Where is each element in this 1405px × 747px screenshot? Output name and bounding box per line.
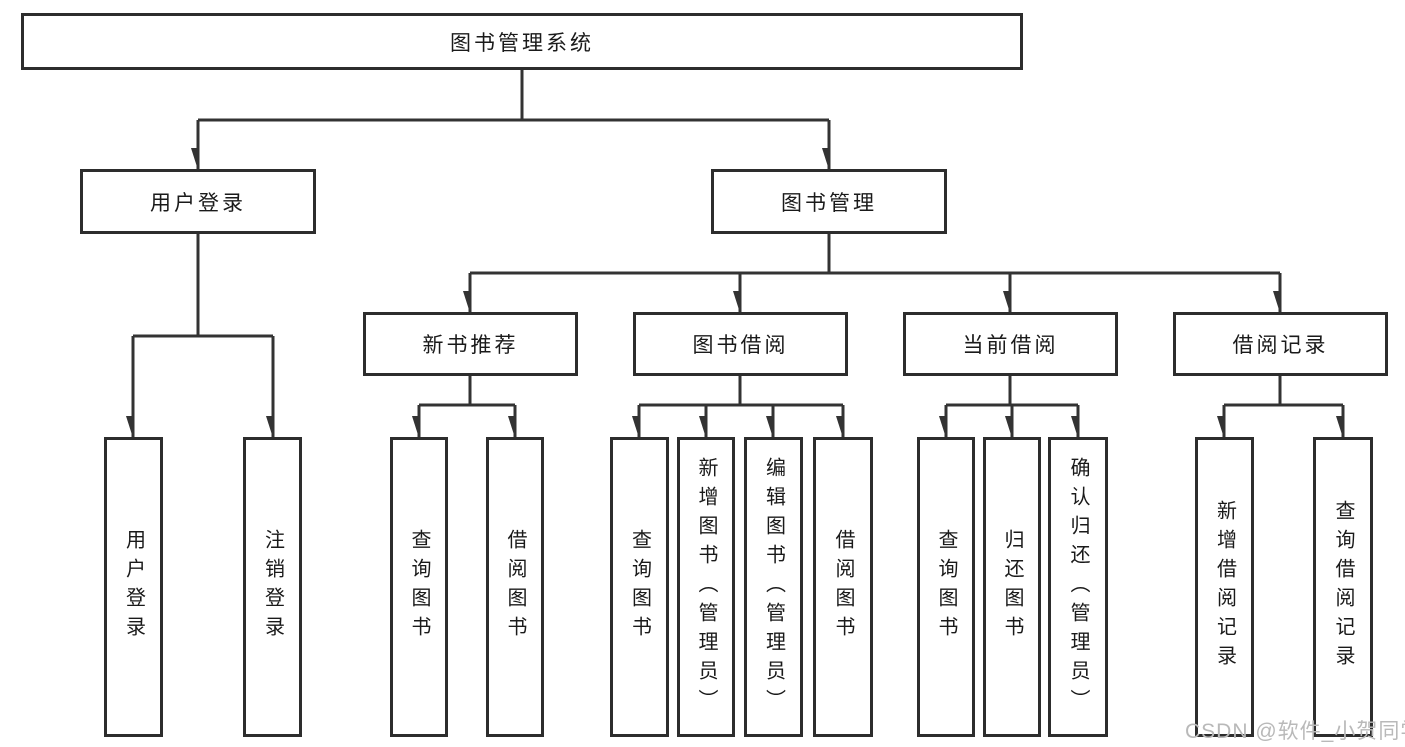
node-user-login: 用户登录: [80, 169, 316, 234]
node-current-borrow: 当前借阅: [903, 312, 1118, 376]
node-root: 图书管理系统: [21, 13, 1023, 70]
leaf-borrow-books-recommend-label: 借阅图书: [504, 529, 526, 645]
leaf-query-books-borrow: 查询图书: [610, 437, 669, 737]
node-book-management: 图书管理: [711, 169, 947, 234]
node-borrow-records: 借阅记录: [1173, 312, 1388, 376]
leaf-borrow-books: 借阅图书: [813, 437, 873, 737]
leaf-query-borrow-record: 查询借阅记录: [1313, 437, 1373, 737]
leaf-query-books-recommend-label: 查询图书: [408, 529, 430, 645]
csdn-watermark: CSDN @软件_小贺同学: [1185, 720, 1405, 743]
leaf-return-books-label: 归还图书: [1001, 529, 1023, 645]
leaf-add-book-admin-label: 新增图书（管理员）: [695, 456, 717, 718]
leaf-return-books: 归还图书: [983, 437, 1041, 737]
leaf-add-book-admin: 新增图书（管理员）: [677, 437, 735, 737]
leaf-edit-book-admin: 编辑图书（管理员）: [744, 437, 803, 737]
leaf-add-borrow-record: 新增借阅记录: [1195, 437, 1254, 737]
leaf-edit-book-admin-label: 编辑图书（管理员）: [762, 456, 785, 718]
node-borrow-records-label: 借阅记录: [1232, 334, 1329, 357]
leaf-logout: 注销登录: [243, 437, 302, 737]
leaf-confirm-return-admin-label: 确认归还（管理员）: [1067, 456, 1089, 718]
node-book-borrow: 图书借阅: [633, 312, 848, 376]
leaf-query-books-current: 查询图书: [917, 437, 975, 737]
leaf-add-borrow-record-label: 新增借阅记录: [1213, 500, 1236, 674]
leaf-user-login-label: 用户登录: [122, 529, 145, 645]
leaf-borrow-books-label: 借阅图书: [832, 529, 854, 645]
leaf-query-borrow-record-label: 查询借阅记录: [1332, 500, 1354, 674]
leaf-logout-label: 注销登录: [261, 529, 284, 645]
leaf-query-books-current-label: 查询图书: [935, 529, 957, 645]
node-current-borrow-label: 当前借阅: [962, 334, 1059, 357]
leaf-confirm-return-admin: 确认归还（管理员）: [1048, 437, 1108, 737]
node-new-book-recommend: 新书推荐: [363, 312, 578, 376]
leaf-query-books-borrow-label: 查询图书: [628, 529, 651, 645]
node-user-login-label: 用户登录: [150, 191, 246, 215]
node-book-management-label: 图书管理: [781, 191, 877, 215]
node-book-borrow-label: 图书借阅: [692, 334, 789, 357]
leaf-user-login: 用户登录: [104, 437, 163, 737]
leaf-query-books-recommend: 查询图书: [390, 437, 448, 737]
node-root-label: 图书管理系统: [450, 31, 594, 55]
node-new-book-recommend-label: 新书推荐: [422, 334, 519, 357]
leaf-borrow-books-recommend: 借阅图书: [486, 437, 544, 737]
